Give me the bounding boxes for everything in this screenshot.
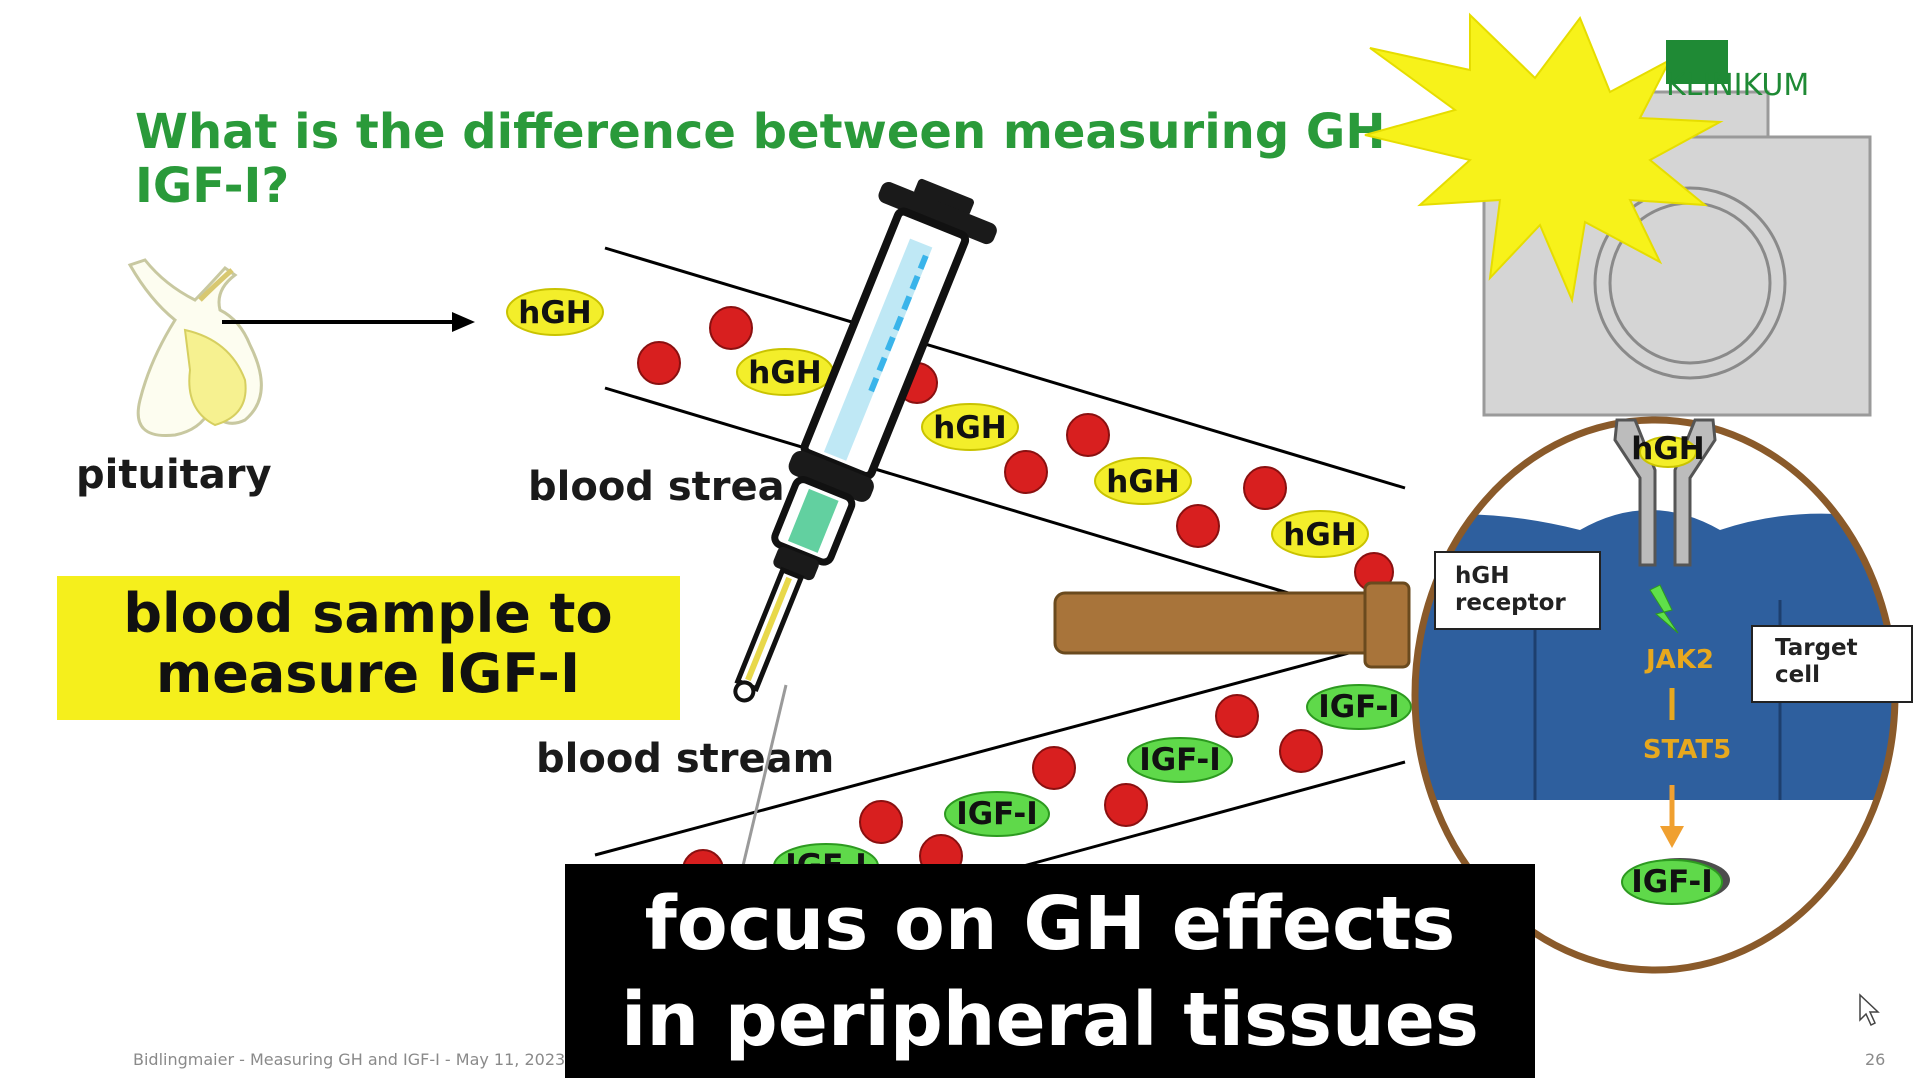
red-blood-cell: [1243, 466, 1287, 510]
svg-text:hGH: hGH: [1631, 431, 1704, 467]
secretion-arrow: [222, 312, 475, 332]
svg-text:hGH: hGH: [1106, 464, 1179, 500]
mouse-cursor-icon: [1859, 993, 1880, 1027]
callout-line1: blood sample to: [123, 582, 612, 645]
red-blood-cell: [1176, 504, 1220, 548]
lightning-icon: [1649, 584, 1679, 634]
syringe-icon: [733, 178, 997, 703]
slide-title-line2: IGF-I?: [135, 158, 289, 214]
jak2-label: JAK2: [1644, 645, 1714, 675]
pituitary-gland-icon: [127, 258, 263, 438]
svg-text:cell: cell: [1775, 662, 1820, 688]
svg-text:KLINIKUM: KLINIKUM: [1666, 68, 1809, 103]
slide-title-line1: What is the difference between measuring…: [135, 104, 1385, 160]
upper-blood-vessel: [604, 246, 1406, 630]
hgh-pill: hGH: [506, 288, 604, 336]
target-cell-label-box: Target cell: [1751, 625, 1913, 703]
svg-text:hGH: hGH: [933, 410, 1006, 446]
svg-text:Target: Target: [1775, 635, 1858, 661]
red-blood-cell: [1032, 746, 1076, 790]
syringe-needle: [740, 684, 788, 871]
subtitle-caption: focus on GH effects in peripheral tissue…: [565, 864, 1535, 1078]
svg-text:IGF-I: IGF-I: [1318, 689, 1400, 725]
stat5-arrow-head: [1660, 826, 1684, 848]
red-blood-cell: [1215, 694, 1259, 738]
lmu-klinikum-logo: KLINIKUM: [1666, 40, 1809, 103]
svg-text:hGH: hGH: [518, 295, 591, 331]
igf-pill: IGF-I: [1306, 684, 1412, 730]
red-blood-cells-upper: [637, 306, 1394, 592]
red-blood-cell: [637, 341, 681, 385]
caption-line2: in peripheral tissues: [621, 977, 1479, 1063]
red-blood-cell: [709, 306, 753, 350]
red-blood-cell: [1279, 729, 1323, 773]
svg-text:IGF-I: IGF-I: [956, 796, 1038, 832]
receptor-label-box: hGH receptor: [1434, 551, 1601, 630]
red-blood-cell: [1066, 413, 1110, 457]
svg-text:receptor: receptor: [1455, 590, 1566, 616]
red-blood-cell: [859, 800, 903, 844]
igf-pill: IGF-I: [944, 791, 1050, 837]
igf-pill: IGF-I: [1127, 737, 1233, 783]
hgh-pill: hGH: [1094, 457, 1192, 505]
svg-text:hGH: hGH: [748, 355, 821, 391]
callout-line2: measure IGF-I: [156, 642, 580, 705]
svg-text:hGH: hGH: [1455, 563, 1510, 589]
blood-sample-callout: blood sample to measure IGF-I: [57, 576, 680, 720]
slide-footer: Bidlingmaier - Measuring GH and IGF-I - …: [133, 1050, 565, 1069]
pituitary-label: pituitary: [76, 452, 272, 498]
svg-text:hGH: hGH: [1283, 517, 1356, 553]
red-blood-cell: [1004, 450, 1048, 494]
hgh-pill: hGH: [1271, 510, 1369, 558]
svg-text:IGF-I: IGF-I: [1631, 864, 1713, 900]
upper-blood-stream-label: blood strea: [528, 464, 785, 510]
hgh-pill: hGH: [736, 348, 834, 396]
red-blood-cell: [1104, 783, 1148, 827]
slide-page-number: 26: [1865, 1050, 1885, 1069]
magnifier-handle: [1053, 581, 1411, 669]
svg-text:IGF-I: IGF-I: [1139, 742, 1221, 778]
red-blood-cells-lower: [682, 694, 1323, 891]
caption-line1: focus on GH effects: [645, 881, 1456, 967]
bound-hgh-pill: hGH: [1631, 431, 1705, 468]
flash-burst-icon: [1364, 12, 1724, 304]
igf-output-pill: IGF-I: [1621, 858, 1730, 905]
stat5-label: STAT5: [1643, 735, 1731, 765]
hgh-pill: hGH: [921, 403, 1019, 451]
lower-blood-stream-label: blood stream: [536, 736, 834, 782]
